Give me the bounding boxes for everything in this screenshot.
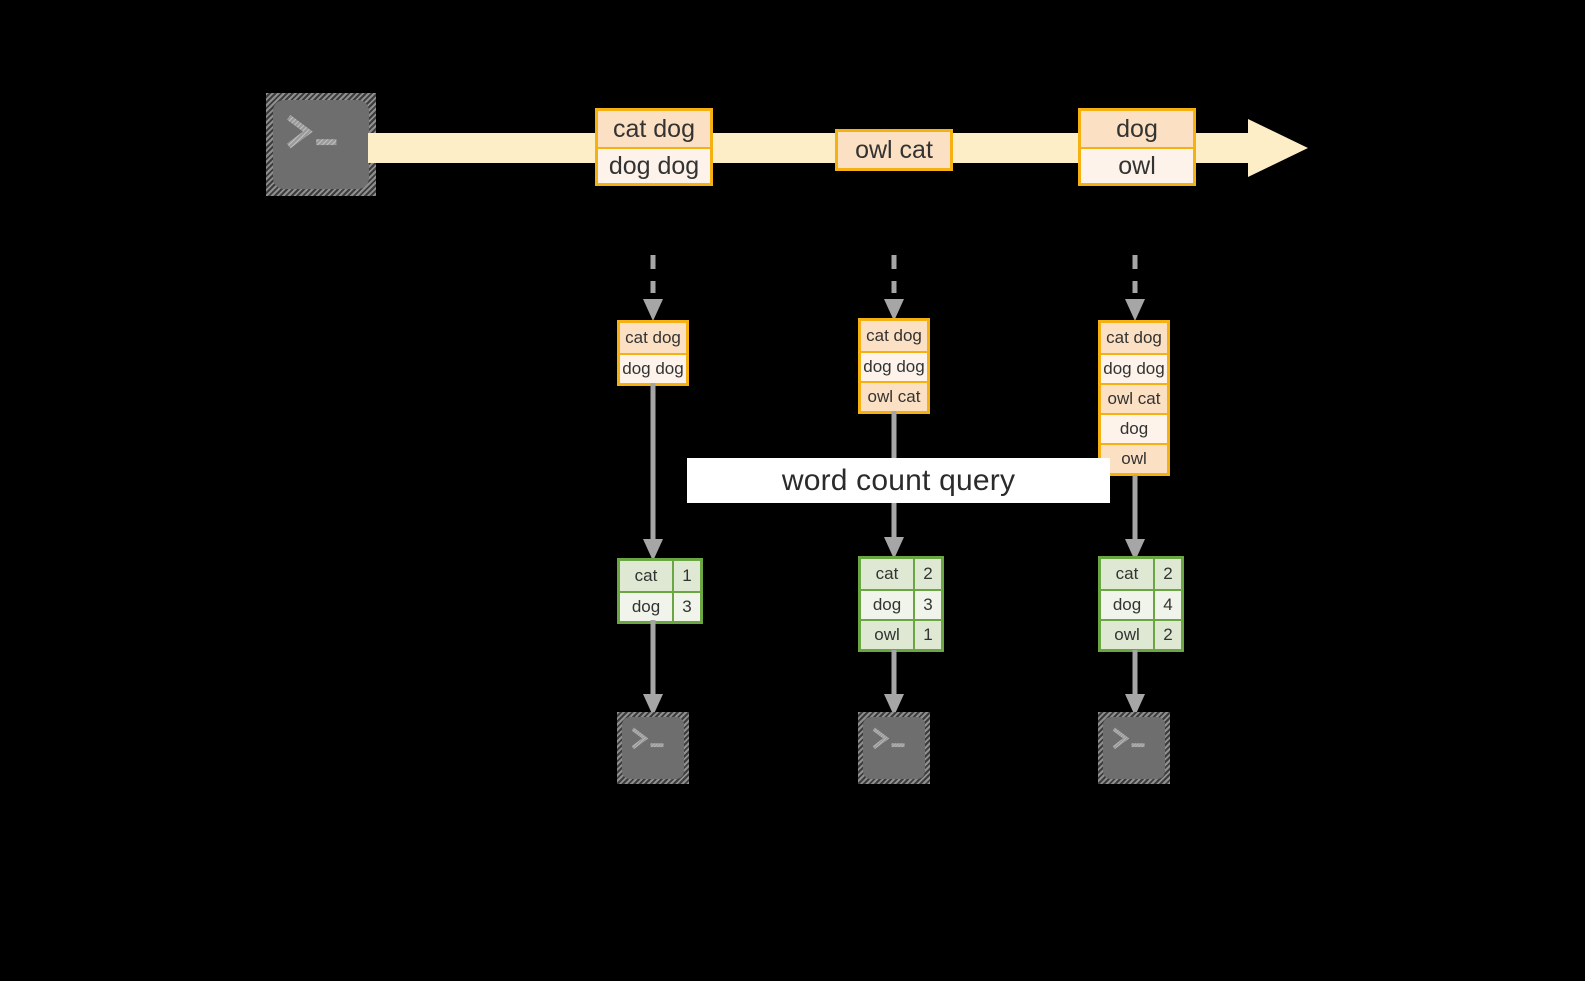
result-row: cat 2	[861, 559, 941, 589]
result-row: cat 1	[620, 561, 700, 591]
trigger-1-sink-terminal-icon	[617, 712, 689, 784]
accumulated-line: owl	[1101, 443, 1167, 473]
trigger-2-result-table: cat 2 dog 3 owl 1	[858, 556, 944, 652]
trigger-2-accumulated-table: cat dog dog dog owl cat	[858, 318, 930, 414]
result-word: owl	[861, 621, 913, 649]
result-row: cat 2	[1101, 559, 1181, 589]
result-count: 4	[1153, 591, 1181, 619]
accumulated-line: dog dog	[861, 351, 927, 381]
terminal-prompt-glyph	[631, 727, 674, 765]
result-row: dog 3	[861, 589, 941, 619]
trigger-3-dashed-connector	[1122, 255, 1148, 323]
query-label-text: word count query	[781, 463, 1016, 497]
trigger-3-sink-connector	[1122, 650, 1148, 718]
batch-line: cat dog	[598, 111, 710, 147]
result-word: dog	[1101, 591, 1153, 619]
stream-batch-1: cat dog dog dog	[595, 108, 713, 186]
terminal-prompt-glyph	[286, 114, 353, 169]
batch-line: dog	[1081, 111, 1193, 147]
batch-line: owl cat	[838, 132, 950, 168]
trigger-1-query-connector	[640, 383, 666, 563]
result-row: owl 1	[861, 619, 941, 649]
result-count: 2	[1153, 559, 1181, 589]
trigger-1-accumulated-table: cat dog dog dog	[617, 320, 689, 386]
trigger-3-result-table: cat 2 dog 4 owl 2	[1098, 556, 1184, 652]
accumulated-line: cat dog	[620, 323, 686, 353]
result-count: 3	[672, 593, 700, 621]
result-count: 3	[913, 591, 941, 619]
result-word: cat	[1101, 559, 1153, 589]
query-label-band: word count query	[687, 458, 1110, 503]
result-word: cat	[620, 561, 672, 591]
accumulated-line: cat dog	[861, 321, 927, 351]
result-row: dog 3	[620, 591, 700, 621]
result-count: 2	[913, 559, 941, 589]
result-word: dog	[620, 593, 672, 621]
trigger-1-sink-connector	[640, 620, 666, 718]
trigger-2-sink-connector	[881, 650, 907, 718]
trigger-2-dashed-connector	[881, 255, 907, 323]
terminal-screen	[622, 717, 684, 779]
accumulated-line: owl cat	[1101, 383, 1167, 413]
accumulated-line: dog dog	[620, 353, 686, 383]
source-terminal-icon	[266, 93, 376, 196]
trigger-3-accumulated-table: cat dog dog dog owl cat dog owl	[1098, 320, 1170, 476]
result-count: 1	[672, 561, 700, 591]
accumulated-line: owl cat	[861, 381, 927, 411]
accumulated-line: cat dog	[1101, 323, 1167, 353]
stream-batch-3: dog owl	[1078, 108, 1196, 186]
terminal-screen	[273, 100, 369, 189]
trigger-3-sink-terminal-icon	[1098, 712, 1170, 784]
stream-batch-2: owl cat	[835, 129, 953, 171]
trigger-1-dashed-connector	[640, 255, 666, 323]
trigger-2-sink-terminal-icon	[858, 712, 930, 784]
result-word: dog	[861, 591, 913, 619]
result-word: owl	[1101, 621, 1153, 649]
batch-line: owl	[1081, 147, 1193, 183]
terminal-prompt-glyph	[1112, 727, 1155, 765]
trigger-1-result-table: cat 1 dog 3	[617, 558, 703, 624]
terminal-screen	[1103, 717, 1165, 779]
result-count: 2	[1153, 621, 1181, 649]
result-count: 1	[913, 621, 941, 649]
result-row: owl 2	[1101, 619, 1181, 649]
terminal-prompt-glyph	[872, 727, 915, 765]
result-row: dog 4	[1101, 589, 1181, 619]
terminal-screen	[863, 717, 925, 779]
result-word: cat	[861, 559, 913, 589]
accumulated-line: dog dog	[1101, 353, 1167, 383]
trigger-3-query-connector	[1122, 475, 1148, 563]
batch-line: dog dog	[598, 147, 710, 183]
accumulated-line: dog	[1101, 413, 1167, 443]
